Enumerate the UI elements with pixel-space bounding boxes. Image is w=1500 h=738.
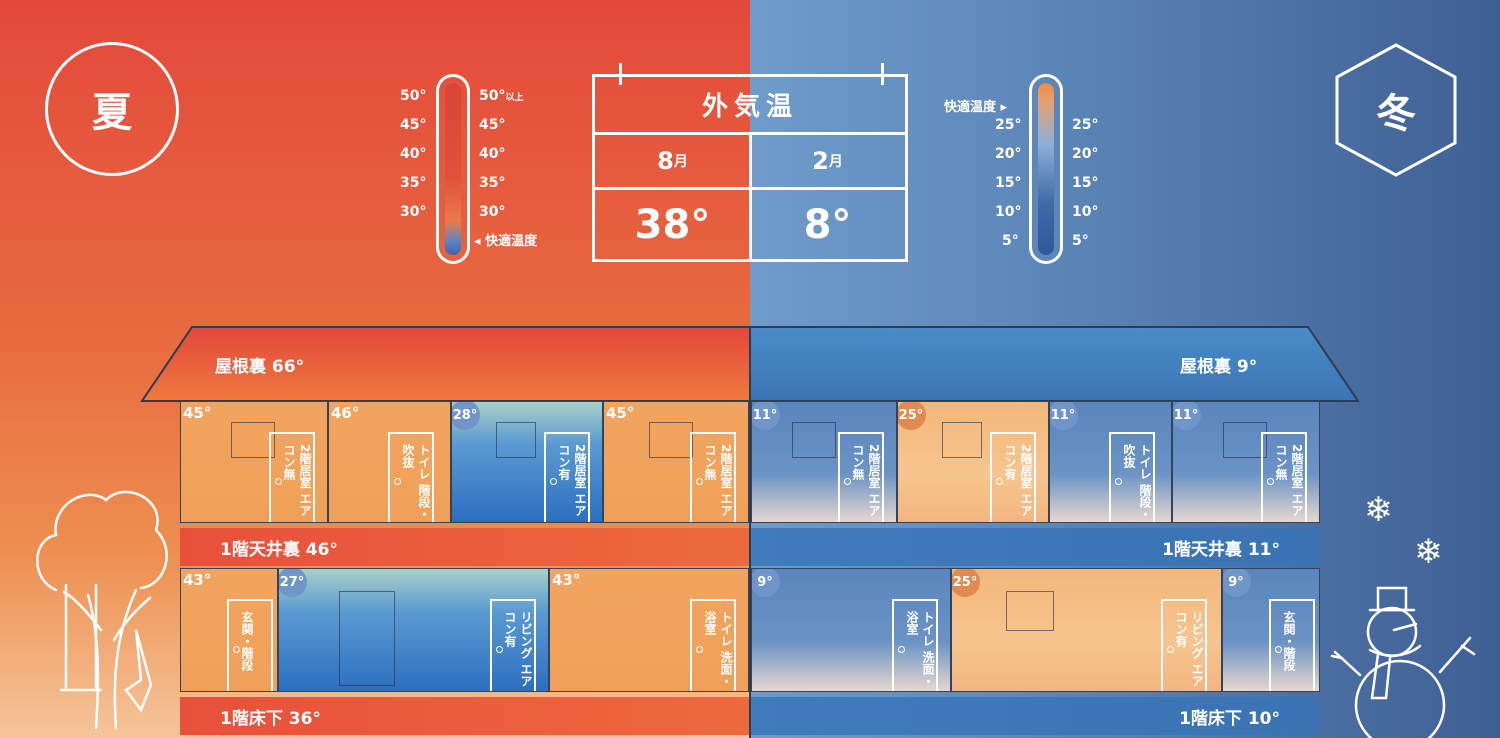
roof (140, 326, 1360, 402)
snowflake-icon: ❄ (1364, 490, 1393, 530)
room-winter-2f-toilet: 11° トイレ 階段・吹抜 (1049, 401, 1172, 523)
summer-tick-right-1: 45° (479, 117, 506, 133)
winter-floor-label: 1階床下 10° (751, 697, 1320, 735)
room-summer-2f-toilet: 46° トイレ 階段・吹抜 (328, 401, 451, 523)
room-winter-2f-bedroom-ac: 25° 2階居室 エアコン有 (897, 401, 1049, 523)
winter-tick-left-2: 15° (995, 175, 1022, 191)
room-summer-2f-bedroom-2: 45° 2階居室 エアコン無 (603, 401, 749, 523)
summer-tick-right-2: 40° (479, 146, 506, 162)
winter-thermometer (1029, 74, 1063, 264)
winter-tick-left-0: 25° (995, 117, 1022, 133)
summer-badge: 夏 (45, 42, 179, 176)
room-winter-2f-bedroom-1: 11° 2階居室 エアコン無 (751, 401, 897, 523)
summer-outside-temp: 38° (634, 201, 711, 248)
summer-tick-left-2: 40° (400, 146, 427, 162)
room-summer-2f-bedroom-1: 45° 2階居室 エアコン無 (180, 401, 328, 523)
snowflake-icon: ❄ (1414, 532, 1443, 572)
summer-attic-label: 屋根裏 66° (215, 356, 305, 377)
snowman-icon (1330, 586, 1476, 738)
winter-comfort-label: 快適温度 ▸ (944, 100, 1008, 115)
summer-tick-suffix: 以上 (505, 93, 524, 103)
summer-floor-label: 1階床下 36° (180, 697, 749, 735)
summer-comfort-label: ◂ 快適温度 (474, 234, 538, 249)
winter-tick-right-0: 25° (1072, 117, 1099, 133)
room-winter-1f-bathroom: 9° トイレ 洗面・浴室 (751, 568, 951, 692)
room-summer-1f-bathroom: 43° トイレ 洗面・浴室 (549, 568, 749, 692)
summer-tick-right-3: 35° (479, 175, 506, 191)
summer-tick-left-3: 35° (400, 175, 427, 191)
winter-tick-left-3: 10° (995, 204, 1022, 220)
winter-tick-right-2: 15° (1072, 175, 1099, 191)
outside-temp-title: 外気温 (595, 77, 905, 135)
winter-ceiling-label: 1階天井裏 11° (751, 528, 1320, 566)
winter-tick-right-4: 5° (1072, 233, 1089, 249)
summer-tick-left-4: 30° (400, 204, 427, 220)
summer-label: 夏 (92, 90, 132, 136)
winter-tick-left-1: 20° (995, 146, 1022, 162)
room-summer-2f-bedroom-ac: 28° 2階居室 エアコン有 (451, 401, 603, 523)
summer-tick-right-4: 30° (479, 204, 506, 220)
summer-ceiling-label: 1階天井裏 46° (180, 528, 749, 566)
season-divider (749, 327, 751, 738)
room-winter-1f-entrance: 9° 玄関・階段 (1222, 568, 1320, 692)
tree-swing-icon (36, 490, 168, 730)
summer-tick-right-0: 50°以上 (479, 88, 524, 104)
winter-outside-temp: 8° (803, 201, 852, 248)
summer-thermometer (436, 74, 470, 264)
room-summer-1f-entrance: 43° 玄関・階段 (180, 568, 278, 692)
winter-badge: 冬 (1333, 42, 1459, 178)
winter-tick-right-3: 10° (1072, 204, 1099, 220)
winter-label: 冬 (1376, 91, 1416, 137)
room-winter-1f-living-ac: 25° リビング エアコン有 (951, 568, 1222, 692)
winter-tick-right-1: 20° (1072, 146, 1099, 162)
hexagon-icon (1335, 43, 1457, 177)
winter-tick-left-4: 5° (1002, 233, 1019, 249)
room-winter-2f-bedroom-2: 11° 2階居室 エアコン無 (1172, 401, 1320, 523)
winter-attic-label: 屋根裏 9° (1180, 356, 1258, 377)
room-summer-1f-living-ac: 27° リビング エアコン有 (278, 568, 549, 692)
summer-tick-left-0: 50° (400, 88, 427, 104)
summer-tick-left-1: 45° (400, 117, 427, 133)
